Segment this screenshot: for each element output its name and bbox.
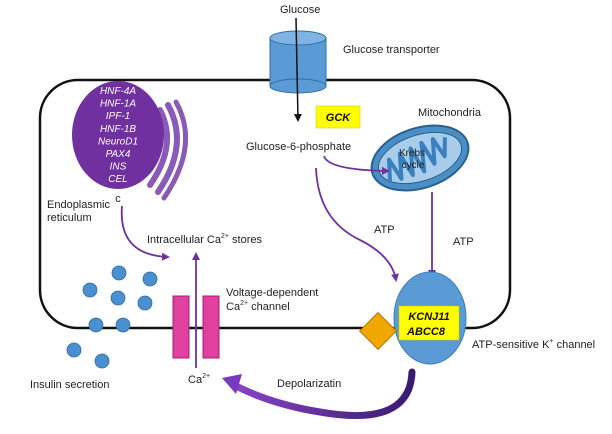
gck-box [315, 105, 361, 129]
insulin-secretion-label: Insulin secretion [30, 379, 110, 391]
insulin-granules [66, 265, 158, 369]
nucleus-gene-label: HNF-1B [100, 124, 136, 135]
atp-arrow-left [315, 167, 399, 282]
nucleus-gene-label: IPF-1 [106, 111, 130, 122]
insulin-granule [111, 265, 127, 281]
insulin-granule [82, 282, 98, 298]
katp-channel-label: ATP-sensitive K+ channel [472, 338, 595, 351]
insulin-granule [137, 295, 153, 311]
krebs-label: Krebs [399, 148, 425, 159]
voltage-dependent-ca-channel [172, 295, 220, 359]
endoplasmic-reticulum [147, 99, 189, 201]
nucleus-gene-label: CEL [108, 174, 127, 185]
er-label-line1: Endoplasmic [47, 199, 110, 211]
insulin-granule [115, 317, 131, 333]
mitochondria-label: Mitochondria [418, 107, 482, 119]
kcnj11-label: KCNJ11 [408, 311, 449, 323]
insulin-granule [94, 353, 110, 369]
intracellular-ca-label: Intracellular Ca2+ stores [147, 233, 262, 246]
glucose-label: Glucose [280, 4, 320, 16]
er-label-line2: reticulum [47, 212, 92, 224]
gck-label: GCK [326, 112, 352, 124]
glucose-transporter [269, 30, 327, 94]
g6p-to-mito-arrow [323, 155, 390, 175]
cycle-label: cycle [402, 160, 425, 171]
vdcc-label-line1: Voltage-dependent [226, 287, 318, 299]
insulin-granule [88, 317, 104, 333]
mitochondrion [370, 124, 470, 192]
sur-subunit [358, 311, 398, 351]
vdcc-label-line2: Ca2+ channel [226, 300, 290, 313]
depolarization-arrow [228, 368, 416, 419]
nucleus-gene-label: HNF-4A [100, 86, 136, 97]
er-to-ca-stores-arrow [120, 205, 170, 261]
ca-bottom-label: Ca2+ [188, 373, 210, 386]
nucleus [72, 81, 164, 189]
nucleus-gene-label: PAX4 [106, 149, 131, 160]
nucleus-gene-label: INS [110, 162, 127, 173]
glucose-6-phosphate-label: Glucose-6-phosphate [246, 141, 351, 153]
kcnj11-abcc8-box [398, 305, 460, 341]
abcc8-label: ABCC8 [406, 326, 446, 338]
er-marker: c [115, 193, 121, 205]
atp-right-label: ATP [453, 236, 474, 248]
nucleus-gene-label: HNF-1A [100, 99, 136, 110]
depolarization-arrowhead [222, 374, 242, 394]
depolarization-label: Depolarizatin [277, 378, 341, 390]
nucleus-gene-label: NeuroD1 [98, 136, 138, 147]
atp-left-label: ATP [374, 224, 395, 236]
insulin-granule [142, 271, 158, 287]
glucose-transporter-label: Glucose transporter [343, 44, 440, 56]
insulin-granule [66, 342, 82, 358]
glucose-entry-arrow [293, 17, 302, 122]
insulin-granule [110, 290, 126, 306]
